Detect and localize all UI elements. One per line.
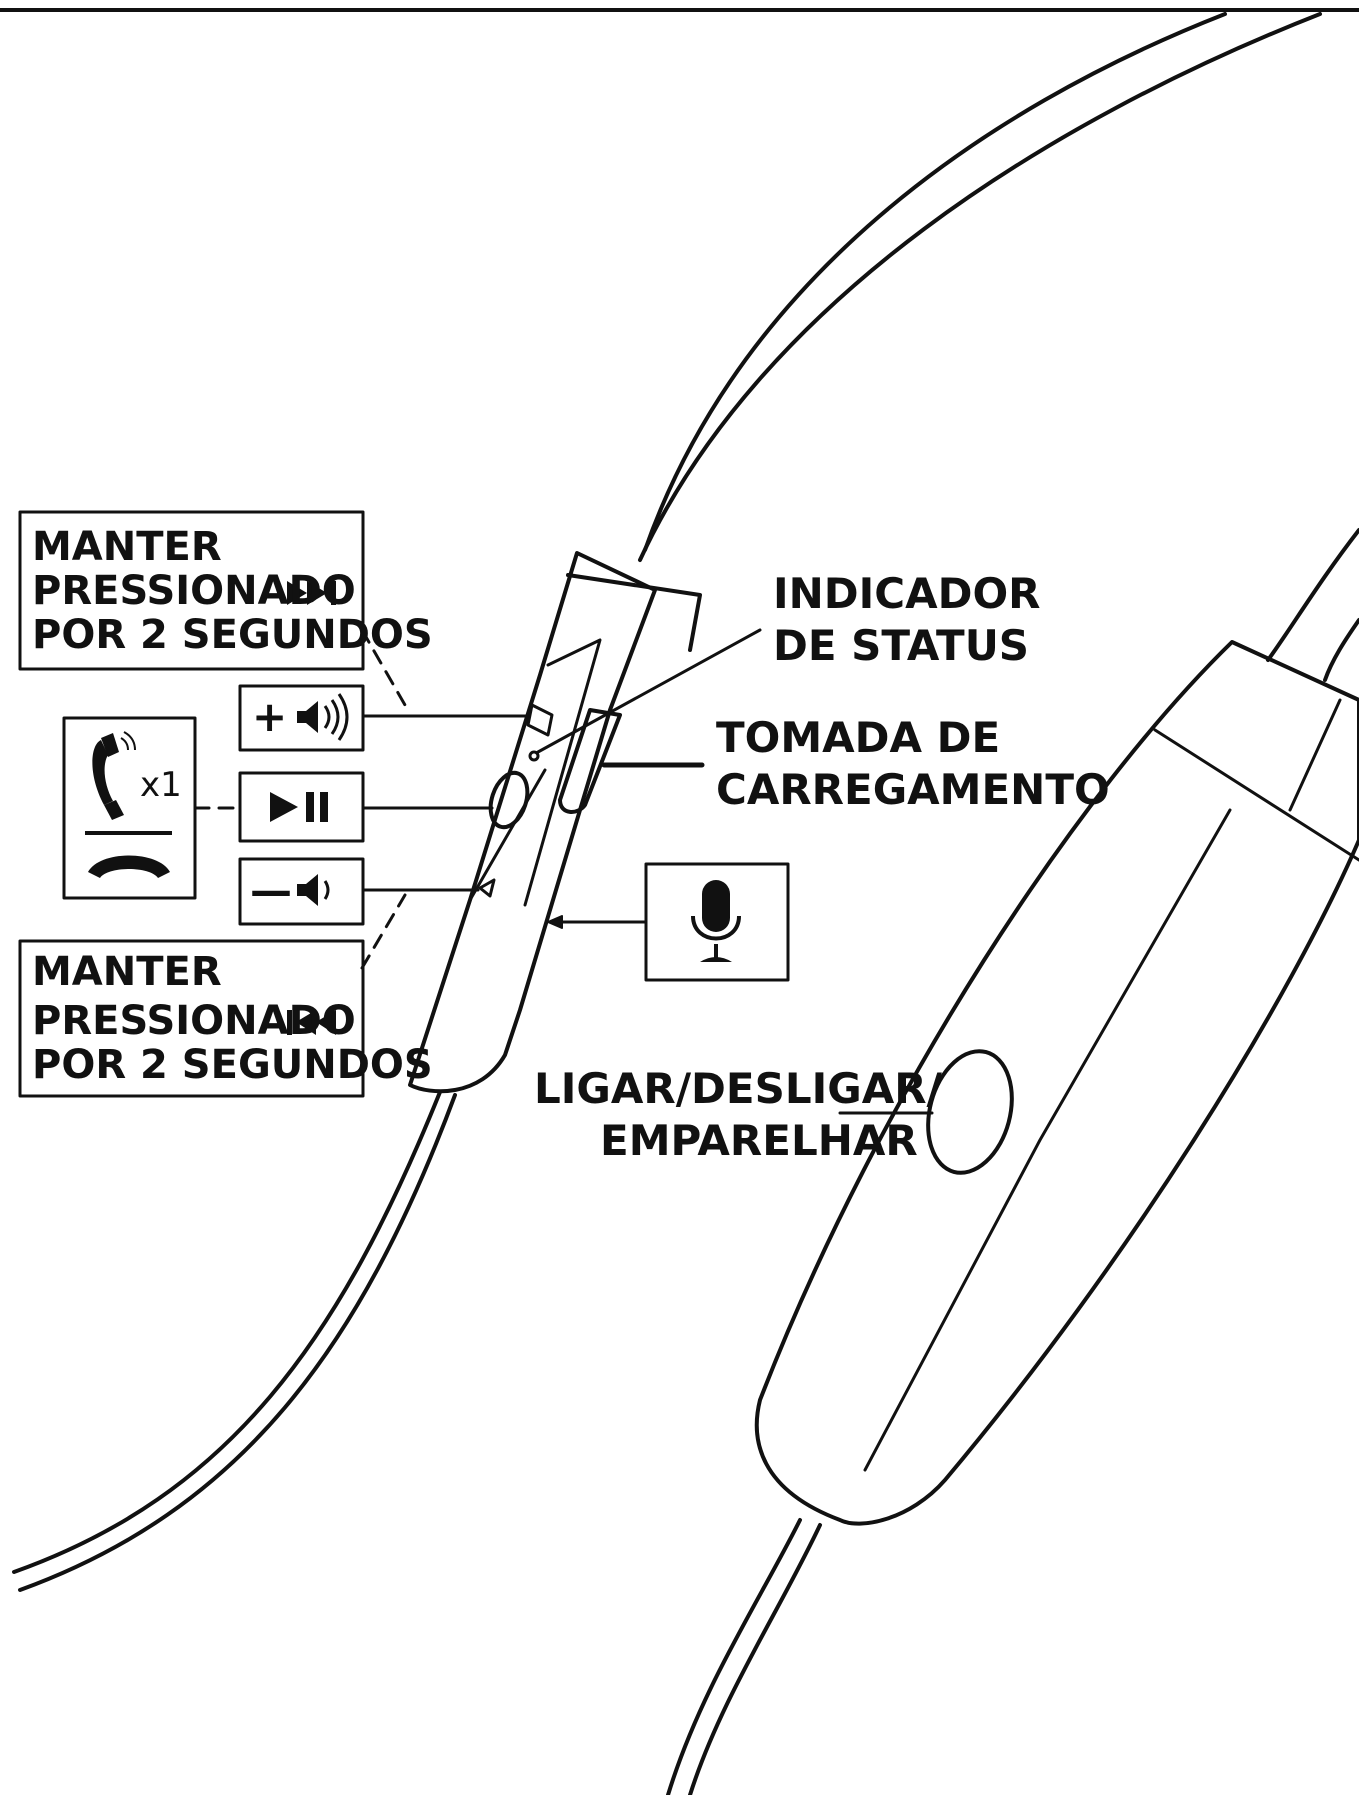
status-indicator-label-1: INDICADOR <box>773 569 1041 618</box>
call-box <box>62 716 197 900</box>
right-neckband-edge-2 <box>1323 618 1359 682</box>
right-cable-inner <box>666 1518 802 1795</box>
volume-up-sign: + <box>252 692 287 741</box>
phone-answer-icon <box>92 731 136 820</box>
next-track-icon <box>287 581 336 605</box>
volume-down-sign: — <box>250 866 292 915</box>
charging-port-label-2: CARREGAMENTO <box>716 765 1110 814</box>
module-play-pause-key[interactable] <box>484 768 534 832</box>
microphone-box <box>644 862 790 982</box>
left-cable-outer <box>18 1093 457 1592</box>
volume-down-button-box[interactable] <box>238 857 365 926</box>
status-indicator-label-2: DE STATUS <box>773 621 1029 670</box>
status-indicator-leader <box>536 628 762 754</box>
next-box-line-3: POR 2 SEGUNDOS <box>32 612 433 658</box>
module-charging-port[interactable] <box>558 708 622 814</box>
next-box-dashed-leader <box>360 628 407 707</box>
left-cable-inner <box>12 1090 442 1574</box>
power-pair-label-2: EMPARELHAR <box>600 1116 918 1165</box>
speaker-loud-icon: + <box>252 692 349 741</box>
right-control-module <box>754 640 1359 1526</box>
next-box-line-2: PRESSIONADO <box>32 568 356 614</box>
neckband-outer-edge <box>638 12 1322 562</box>
volume-up-button-box[interactable] <box>238 684 365 752</box>
power-pair-label-1: LIGAR/DESLIGAR/ <box>534 1064 943 1113</box>
phone-hangup-icon <box>88 855 170 878</box>
next-box-line-1: MANTER <box>32 524 222 570</box>
play-pause-icon <box>270 792 328 822</box>
left-control-module <box>408 551 702 1094</box>
next-track-box <box>18 510 365 671</box>
module-power-pair-key[interactable] <box>915 1042 1024 1182</box>
microphone-arrowhead <box>547 915 563 929</box>
module-volume-down-key[interactable] <box>478 878 496 898</box>
prev-track-box <box>18 939 365 1098</box>
prev-box-line-1: MANTER <box>32 949 222 995</box>
microphone-icon <box>691 880 741 962</box>
right-neckband-edge <box>1266 528 1359 662</box>
module-status-led <box>528 750 540 762</box>
previous-track-icon <box>287 1010 336 1035</box>
prev-box-line-2: PRESSIONADO <box>32 998 356 1044</box>
module-volume-up-key[interactable] <box>526 703 554 737</box>
speaker-quiet-icon: — <box>250 866 330 915</box>
neckband-inner-edge <box>643 12 1227 552</box>
play-pause-button-box[interactable] <box>238 771 365 843</box>
prev-box-line-3: POR 2 SEGUNDOS <box>32 1042 433 1088</box>
right-cable-outer <box>688 1523 822 1795</box>
charging-port-label-1: TOMADA DE <box>716 713 1000 762</box>
prev-box-dashed-leader <box>360 893 407 970</box>
call-count: x1 <box>140 765 182 805</box>
